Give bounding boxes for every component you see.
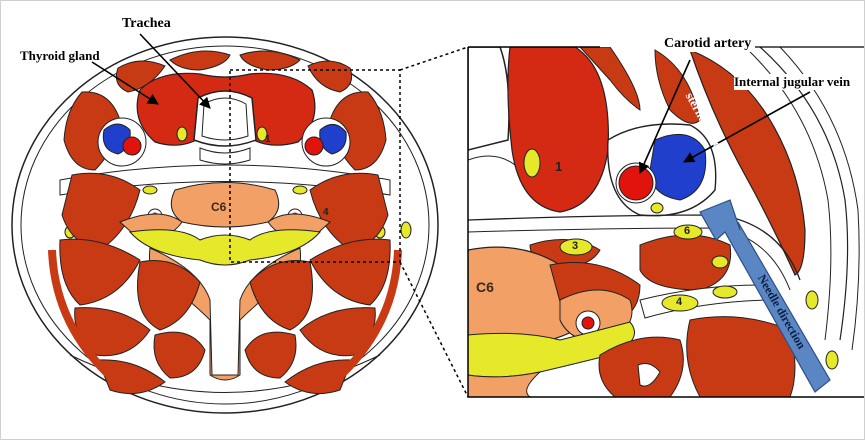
carotid-artery-right <box>305 137 323 155</box>
marker-1-right: 1 <box>555 159 562 174</box>
carotid-artery-label: Carotid artery <box>660 36 755 52</box>
thyroid-gland-label: Thyroid gland <box>20 48 100 64</box>
carotid-artery-left <box>123 137 141 155</box>
marker-6-right: 6 <box>684 225 690 237</box>
marker-1-left: 1 <box>265 134 271 145</box>
vertebra-label-right: C6 <box>476 279 494 295</box>
carotid-artery <box>619 166 653 200</box>
marker-4-right: 4 <box>676 296 682 308</box>
internal-jugular-vein-label: Internal jugular vein <box>734 74 850 90</box>
marker-3-right: 3 <box>572 240 578 252</box>
marker-4-left: 4 <box>323 207 329 218</box>
neck-cross-section <box>12 37 438 413</box>
vertebra-label-left: C6 <box>211 200 226 214</box>
trachea-label: Trachea <box>122 16 171 32</box>
